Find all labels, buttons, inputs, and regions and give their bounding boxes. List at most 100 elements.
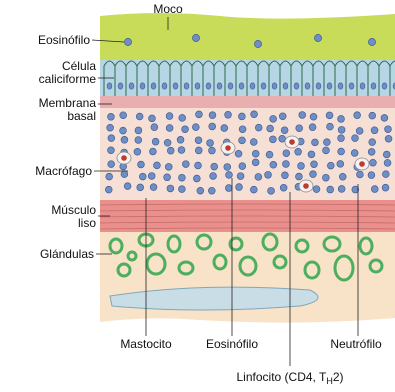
immune-cell <box>310 113 317 120</box>
immune-cell <box>136 113 143 120</box>
immune-cell <box>192 124 199 131</box>
immune-cell <box>209 147 216 154</box>
immune-cell <box>134 148 141 155</box>
immune-cell <box>327 186 334 193</box>
immune-cell <box>369 139 376 146</box>
label-celula-1: Célula <box>62 59 96 73</box>
immune-cell <box>310 171 317 178</box>
label-membrana-1: Membrana <box>39 96 97 110</box>
immune-cell <box>106 173 113 180</box>
label-macrofago: Macrófago <box>35 164 92 178</box>
immune-cell <box>356 127 363 134</box>
immune-cell <box>385 135 392 142</box>
epithelial-nucleus <box>250 83 255 89</box>
immune-cell <box>369 112 376 119</box>
immune-cell <box>239 163 246 170</box>
label-linfocito: Linfocito (CD4, TH2) <box>237 370 344 386</box>
immune-cell <box>370 159 377 166</box>
granulocyte-nucleus <box>303 183 309 189</box>
label-moco: Moco <box>153 2 183 16</box>
immune-cell <box>279 113 286 120</box>
immune-cell <box>209 123 216 130</box>
immune-cell <box>327 123 334 130</box>
epithelial-nucleus <box>349 83 354 89</box>
immune-cell <box>282 172 289 179</box>
epithelial-nucleus <box>327 83 332 89</box>
epithelial-nucleus <box>195 83 200 89</box>
immune-cell <box>255 124 262 131</box>
immune-cell <box>151 124 158 131</box>
immune-cell <box>238 113 245 120</box>
epithelial-nucleus <box>239 83 244 89</box>
immune-cell <box>326 112 333 119</box>
label-glandulas: Glándulas <box>40 247 94 261</box>
immune-cell <box>251 111 258 118</box>
immune-cell <box>268 187 275 194</box>
granulocyte-nucleus <box>225 145 231 151</box>
immune-cell <box>149 148 156 155</box>
label-neutrofilo: Neutrófilo <box>330 337 382 351</box>
immune-cell <box>311 161 318 168</box>
immune-cell <box>237 173 244 180</box>
immune-cell <box>323 139 330 146</box>
immune-cell <box>323 147 330 154</box>
epithelial-nucleus <box>162 83 167 89</box>
immune-cell <box>164 174 171 181</box>
immune-cell <box>195 147 202 154</box>
immune-cell <box>295 148 302 155</box>
epithelial-nucleus <box>173 83 178 89</box>
epithelial-nucleus <box>217 83 222 89</box>
immune-cell <box>150 184 157 191</box>
immune-cell <box>313 186 320 193</box>
immune-cell <box>139 173 146 180</box>
immune-cell <box>269 136 276 143</box>
epithelial-nucleus <box>305 83 310 89</box>
immune-cell <box>312 139 319 146</box>
immune-cell <box>338 148 345 155</box>
mucus-eosinophil <box>254 40 261 47</box>
epithelial-nucleus <box>338 83 343 89</box>
granulocyte-nucleus <box>289 139 295 145</box>
immune-cell <box>351 150 358 157</box>
immune-cell <box>385 126 392 133</box>
label-eosinofilo-top: Eosinófilo <box>38 33 90 47</box>
immune-cell <box>283 150 290 157</box>
immune-cell <box>208 187 215 194</box>
immune-cell <box>221 125 228 132</box>
immune-cell <box>182 126 189 133</box>
immune-cell <box>250 139 257 146</box>
label-celula-2: caliciforme <box>39 72 97 86</box>
epithelial-nucleus <box>272 83 277 89</box>
immune-cell <box>267 125 274 132</box>
epithelial-nucleus <box>371 83 376 89</box>
epithelial-nucleus <box>151 83 156 89</box>
immune-cell <box>371 127 378 134</box>
immune-cell <box>152 138 159 145</box>
immune-cell <box>154 162 161 169</box>
immune-cell <box>108 135 115 142</box>
submucosa-layer <box>100 108 395 200</box>
immune-cell <box>338 135 345 142</box>
epithelial-nucleus <box>382 83 387 89</box>
immune-cell <box>108 147 115 154</box>
immune-cell <box>281 127 288 134</box>
immune-cell <box>368 172 375 179</box>
immune-cell <box>236 184 243 191</box>
immune-cell <box>165 163 172 170</box>
immune-cell <box>354 112 361 119</box>
immune-cell <box>137 184 144 191</box>
immune-cell <box>338 126 345 133</box>
immune-cell <box>308 151 315 158</box>
epithelial-nucleus <box>294 83 299 89</box>
immune-cell <box>382 184 389 191</box>
immune-cell <box>252 159 259 166</box>
immune-cell <box>108 113 115 120</box>
epithelial-nucleus <box>228 83 233 89</box>
epithelial-nucleus <box>140 83 145 89</box>
immune-cell <box>265 171 272 178</box>
immune-cell <box>209 112 216 119</box>
immune-cell <box>182 161 189 168</box>
immune-cell <box>121 136 128 143</box>
mucus-eosinophil <box>368 38 375 45</box>
immune-cell <box>193 175 200 182</box>
